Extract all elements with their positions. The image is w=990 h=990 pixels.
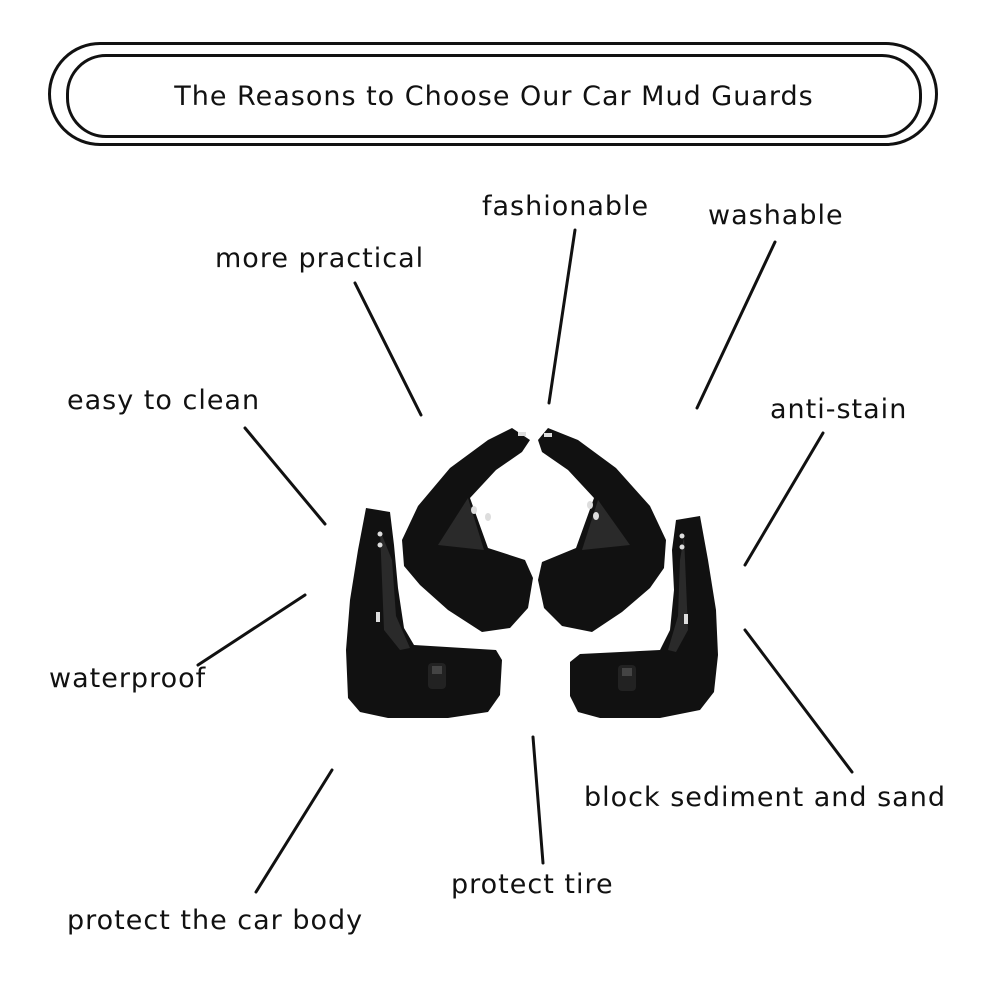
leader-line-fashionable bbox=[547, 228, 577, 405]
title-frame: The Reasons to Choose Our Car Mud Guards bbox=[66, 54, 922, 138]
feature-label-washable: washable bbox=[708, 200, 844, 231]
mud-guard-back-left bbox=[402, 428, 533, 632]
feature-label-protect-body: protect the car body bbox=[67, 905, 364, 936]
leader-line-protect-tire bbox=[531, 735, 545, 865]
feature-label-waterproof: waterproof bbox=[49, 663, 207, 694]
feature-label-protect-tire: protect tire bbox=[451, 869, 614, 900]
title-frame-outer bbox=[48, 42, 938, 146]
leader-line-easy-to-clean bbox=[243, 426, 327, 526]
leader-line-protect-body bbox=[254, 768, 334, 894]
leader-line-washable bbox=[695, 240, 777, 410]
feature-label-more-practical: more practical bbox=[215, 243, 425, 274]
mud-guard-front-right bbox=[570, 516, 718, 718]
page-title: The Reasons to Choose Our Car Mud Guards bbox=[174, 80, 814, 112]
leader-line-waterproof bbox=[196, 593, 307, 667]
feature-label-fashionable: fashionable bbox=[482, 191, 650, 222]
leader-line-block-sediment bbox=[743, 628, 854, 774]
mud-guard-back-right bbox=[538, 428, 666, 632]
feature-label-block-sediment: block sediment and sand bbox=[584, 782, 946, 813]
feature-label-anti-stain: anti-stain bbox=[770, 394, 908, 425]
feature-label-easy-to-clean: easy to clean bbox=[67, 385, 261, 416]
mud-guard-front-left bbox=[346, 508, 502, 718]
leader-line-anti-stain bbox=[743, 431, 825, 567]
leader-line-more-practical bbox=[353, 281, 423, 417]
